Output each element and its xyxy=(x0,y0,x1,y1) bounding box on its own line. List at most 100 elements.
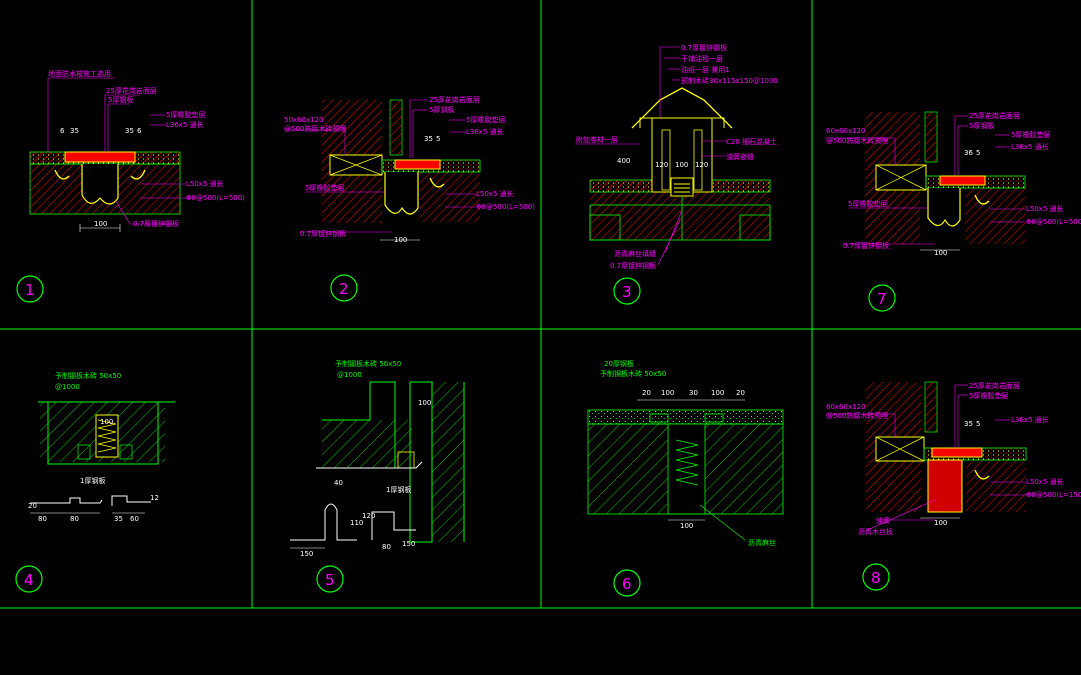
label-p8-5: L50x5 通长 xyxy=(1026,477,1064,486)
label-p3-3: 预制木砖30x115x150@1000 xyxy=(681,76,778,85)
detail-4-circle xyxy=(15,565,43,593)
dim-p4-3: 35 xyxy=(114,515,123,523)
detail-7-number: 7 xyxy=(877,290,887,308)
label-p2-7: L50x5 通长 xyxy=(476,189,514,198)
label-p7-1: 5厚钢板 xyxy=(969,121,994,130)
label-p1-4: L36x5 通长 xyxy=(166,120,204,129)
label-p4-1: @1000 xyxy=(55,383,80,391)
dim-p7-1: 5 xyxy=(976,149,980,157)
dim-p5-4: 80 xyxy=(382,543,391,551)
label-p1-3: 5厚橡胶垫层 xyxy=(166,110,205,119)
dim-p5-0: 100 xyxy=(418,399,431,407)
detail-3-number: 3 xyxy=(622,283,632,301)
dim-p6-4: 20 xyxy=(736,389,745,397)
dim-p7-0: 36 xyxy=(964,149,973,157)
dim-p5-5: 150 xyxy=(300,550,313,558)
label-p7-3: @500防腐木砖预埋 xyxy=(826,136,888,145)
label-p2-2: 50x60x120 xyxy=(284,116,323,124)
label-p6-0: 20厚钢板 xyxy=(604,359,634,368)
label-p3-8: 0.7厚镀锌钢板 xyxy=(610,261,656,270)
dim-p6-5: 100 xyxy=(680,522,693,530)
dim-p7-2: 100 xyxy=(934,249,947,257)
dim-p3-2: 100 xyxy=(675,161,688,169)
label-p5-1: @1000 xyxy=(337,371,362,379)
dim-p6-0: 20 xyxy=(642,389,651,397)
dim-p8-1: 5 xyxy=(976,420,980,428)
label-p2-8: Φ8@500(L=500) xyxy=(476,203,535,211)
label-p4-2: 1厚钢板 xyxy=(80,476,105,485)
label-p7-8: Φ8@500(L=500) xyxy=(1026,218,1081,226)
dim-p4-2: 80 xyxy=(70,515,79,523)
label-p2-4: 5厚橡胶垫层 xyxy=(466,115,505,124)
label-p1-7: 0.7厚镀锌钢板 xyxy=(133,219,179,228)
dim-p4-1: 80 xyxy=(38,515,47,523)
dim-p1-0: 6 xyxy=(60,127,65,135)
detail-5: 予制钢板木砖 50x50 @1000 1厚钢板 100 40 110 120 8… xyxy=(290,359,465,593)
panel-frame xyxy=(0,0,1081,609)
detail-5-circle xyxy=(316,565,344,593)
dim-p6-1: 100 xyxy=(661,389,674,397)
detail-3-circle xyxy=(613,277,641,305)
label-p6-2: 沥青麻丝 xyxy=(748,538,776,547)
label-p1-0: 地面防水按施工选用 xyxy=(48,69,111,78)
label-p3-4: 附加卷材一层 xyxy=(576,135,618,144)
label-p7-0: 25厚花岗岩面层 xyxy=(969,111,1020,120)
label-p2-1: 5厚钢板 xyxy=(429,105,454,114)
dim-p5-2: 110 xyxy=(350,519,363,527)
label-p3-0: 0.7厚镀锌钢板 xyxy=(681,43,727,52)
dim-p6-2: 30 xyxy=(689,389,698,397)
label-p8-4: L36x5 通长 xyxy=(1011,415,1049,424)
dim-p5-1: 40 xyxy=(334,479,343,487)
label-p8-1: 5厚橡胶垫层 xyxy=(969,391,1008,400)
detail-8: 25厚花岗岩面层 5厚橡胶垫层 60x60x120 @500防腐木砖预埋 L36… xyxy=(826,381,1081,591)
detail-2: 25厚花岗岩面层 5厚钢板 50x60x120 @500防腐木砖预埋 5厚橡胶垫… xyxy=(284,95,535,302)
label-p1-2: 5厚钢板 xyxy=(108,95,133,104)
label-p2-0: 25厚花岗岩面层 xyxy=(429,95,480,104)
dim-p4-5: 20 xyxy=(28,502,37,510)
detail-1-number: 1 xyxy=(25,281,35,299)
label-p7-7: L50x5 通长 xyxy=(1026,204,1064,213)
label-p8-7: 油膏 xyxy=(876,516,890,525)
dim-p3-1: 120 xyxy=(655,161,668,169)
detail-6-circle xyxy=(613,569,641,597)
dim-p3-0: 400 xyxy=(617,157,630,165)
label-p8-6: Φ8@500(L=150) xyxy=(1026,491,1081,499)
dim-p4-0: 100 xyxy=(100,418,113,426)
label-p7-4: 5厚橡胶垫层 xyxy=(1011,130,1050,139)
detail-1-circle xyxy=(16,275,44,303)
label-p3-1: 干铺油毡一层 xyxy=(681,54,723,63)
detail-7-circle xyxy=(868,284,896,312)
label-p6-1: 予制钢板木砖 50x50 xyxy=(600,369,666,378)
dim-p3-3: 120 xyxy=(695,161,708,169)
detail-2-number: 2 xyxy=(339,280,349,298)
label-p7-2: 60x60x120 xyxy=(826,127,865,135)
dim-p8-2: 100 xyxy=(934,519,947,527)
label-p1-1: 25厚花岗岩面层 xyxy=(106,86,157,95)
detail-3: 0.7厚镀锌钢板 干铺油毡一层 油纸一层 兼用1 预制木砖30x115x150@… xyxy=(575,43,778,305)
dim-p8-0: 35 xyxy=(964,420,973,428)
detail-6: 20厚钢板 予制钢板木砖 50x50 沥青麻丝 20 100 30 100 20… xyxy=(587,359,784,597)
detail-5-number: 5 xyxy=(325,571,335,589)
detail-4: 予制钢板木砖 50x50 @1000 1厚钢板 100 80 80 35 60 … xyxy=(15,371,175,593)
label-p2-5: L36x5 通长 xyxy=(466,127,504,136)
label-p4-0: 予制钢板木砖 50x50 xyxy=(55,371,121,380)
dim-p1-2: 35 xyxy=(125,127,134,135)
label-p8-3: @500防腐木砖预埋 xyxy=(826,411,888,420)
label-p5-0: 予制钢板木砖 50x50 xyxy=(335,359,401,368)
dim-p5-6: 150 xyxy=(402,540,415,548)
dim-p4-6: 12 xyxy=(150,494,159,502)
label-p8-2: 60x60x120 xyxy=(826,403,865,411)
label-p2-3: @500防腐木砖预埋 xyxy=(284,124,346,133)
label-p3-7: 沥青麻丝填缝 xyxy=(614,249,656,258)
dim-p6-3: 100 xyxy=(711,389,724,397)
label-p7-6: 5厚橡胶垫层 xyxy=(848,199,887,208)
label-p2-9: 0.7厚镀锌钢板 xyxy=(300,229,346,238)
label-p8-8: 沥青木丝板 xyxy=(858,527,893,536)
dim-p1-4: 100 xyxy=(94,220,107,228)
dim-p2-0: 35 xyxy=(424,135,433,143)
label-p7-5: L36x5 通长 xyxy=(1011,142,1049,151)
label-p1-5: L50x5 通长 xyxy=(186,179,224,188)
label-p3-5: C20 细石混凝土 xyxy=(726,137,777,146)
detail-7: 25厚花岗岩面层 5厚钢板 60x60x120 @500防腐木砖预埋 5厚橡胶垫… xyxy=(825,111,1081,312)
